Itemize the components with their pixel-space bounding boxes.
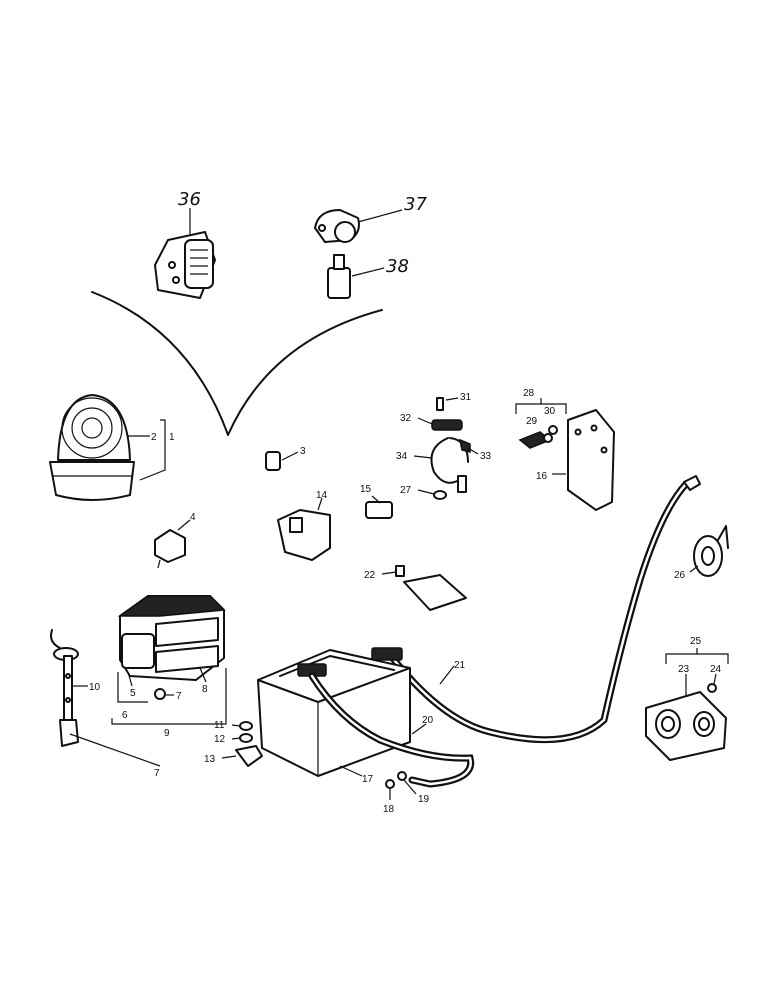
callout-37: 37 [404,194,427,215]
callout-1: 1 [169,432,175,443]
part-30-washer [543,425,558,443]
part-11-washer [231,721,253,731]
part-12-washer [231,733,253,743]
part-3-connector [265,451,299,471]
part-36-horn-speaker [154,208,216,299]
callout-31: 31 [460,392,472,403]
callout-26: 26 [674,570,686,581]
part-21-cable [384,475,701,744]
callout-8: 8 [202,684,208,695]
callout-4: 4 [190,512,196,523]
callout-33: 33 [480,451,492,462]
part-15-switch [365,495,393,519]
part-32-clip [417,417,463,431]
callout-25: 25 [690,636,702,647]
part-31-screw [436,397,459,411]
callout-9: 9 [164,728,170,739]
callout-36: 36 [178,189,201,210]
part-1-rotating-beacon [49,394,166,501]
inset-divider-curve [91,291,383,436]
part-34-clamp-band [413,437,469,493]
callout-7a: 7 [176,691,182,702]
callout-18: 18 [383,804,395,815]
callout-17: 17 [362,774,374,785]
part-13-clamp [221,745,263,767]
part-5-holder [121,633,155,687]
callout-3: 3 [300,446,306,457]
callout-34: 34 [396,451,408,462]
bracket-9 [111,668,227,725]
callout-5: 5 [130,688,136,699]
callout-2: 2 [151,432,157,443]
part-14-switch-box [277,497,331,561]
part-20-cable [308,672,475,788]
callout-21: 21 [454,660,466,671]
callout-32: 32 [400,413,412,424]
part-33-bracket [458,438,479,455]
part-7-nut [154,688,174,700]
part-24-screw [707,673,717,693]
callout-12: 12 [214,734,226,745]
part-22-fuse-box [381,565,467,611]
callout-23: 23 [678,664,690,675]
callout-11: 11 [214,720,225,731]
part-19-terminal [397,771,417,795]
callout-6: 6 [122,710,128,721]
callout-24: 24 [710,664,722,675]
bracket-6 [117,672,148,703]
bracket-25 [665,653,729,664]
callout-16: 16 [536,471,548,482]
part-26-horn [689,525,729,577]
part-27-nut [417,489,447,500]
callout-28: 28 [523,388,535,399]
callout-15: 15 [360,484,372,495]
part-4-relay [154,519,191,569]
callout-27: 27 [400,485,412,496]
callout-22: 22 [364,570,376,581]
part-16-mounting-plate [552,409,615,511]
bracket-28 [515,403,567,414]
part-17-battery [257,647,411,777]
callout-19: 19 [418,794,430,805]
part-38-plug [327,254,385,299]
part-23-tail-lamp [645,674,727,761]
callout-38: 38 [386,256,409,277]
callout-10: 10 [89,682,101,693]
part-10-level-sensor [50,629,161,767]
callout-13: 13 [204,754,216,765]
callout-29: 29 [526,416,538,427]
callout-20: 20 [422,715,434,726]
part-37-socket [314,209,403,243]
part-18-washer [385,779,395,800]
callout-7b: 7 [154,768,160,779]
callout-30: 30 [544,406,556,417]
callout-14: 14 [316,490,328,501]
